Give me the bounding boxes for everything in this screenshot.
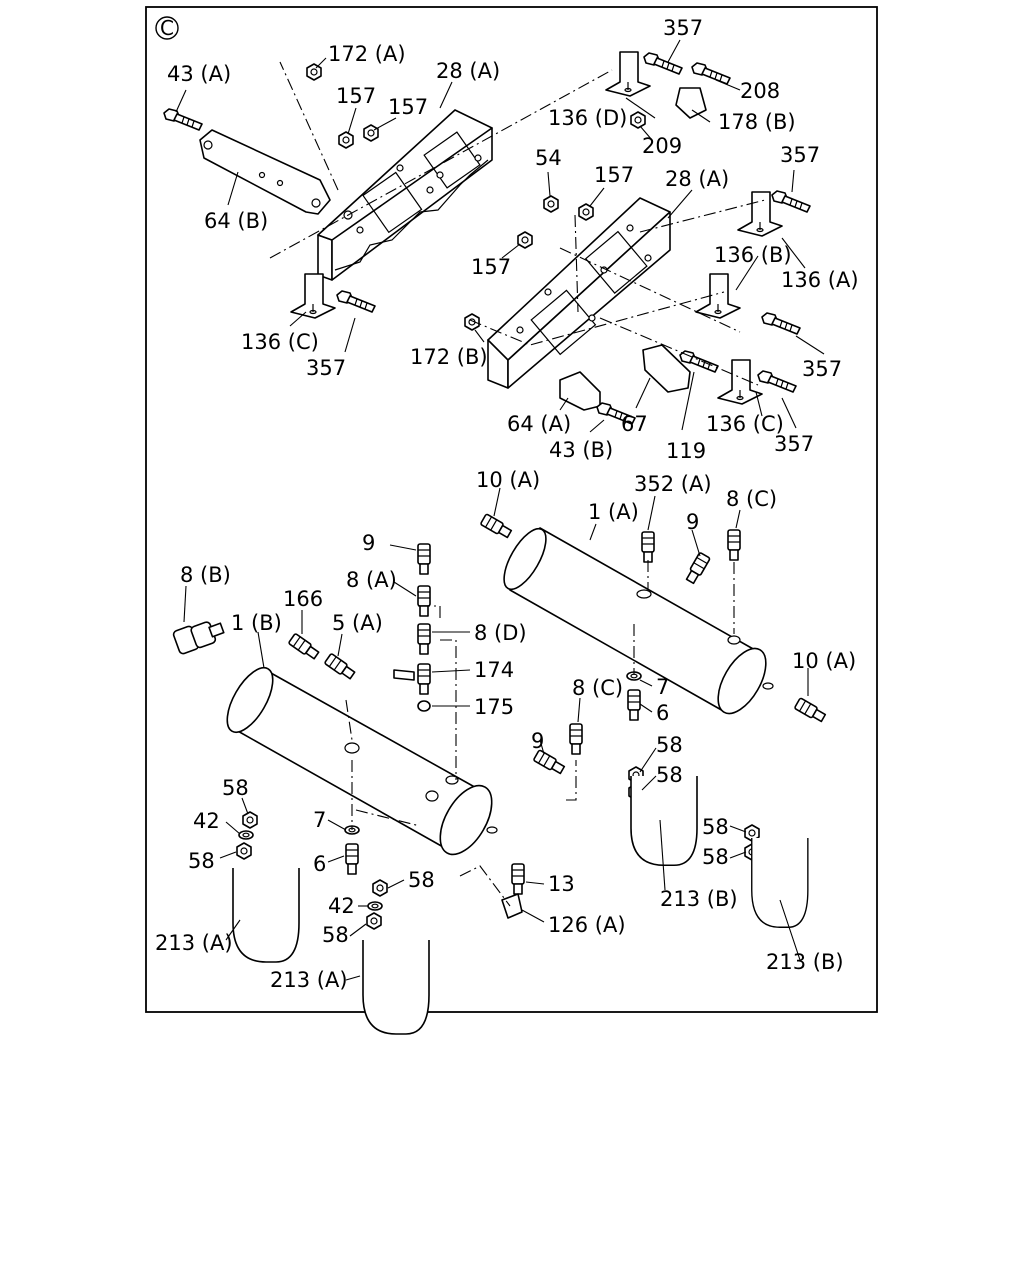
callout: 42 (193, 809, 220, 833)
callout: 67 (621, 412, 648, 436)
bracket-plate-upper-right (487, 197, 671, 389)
link-plate-64b (199, 129, 331, 215)
callout: 213 (B) (766, 950, 844, 974)
bracket-plate-upper-left (317, 109, 493, 281)
diagram-frame (145, 6, 878, 1013)
callout: 58 (656, 763, 683, 787)
callout: 119 (666, 439, 706, 463)
callout: 136 (C) (706, 412, 784, 436)
callout: 213 (A) (155, 931, 233, 955)
callout: 58 (322, 923, 349, 947)
callout: 8 (B) (180, 563, 231, 587)
callout: 8 (D) (474, 621, 527, 645)
callout: 1 (A) (588, 500, 639, 524)
callout: 28 (A) (436, 59, 500, 83)
callout: 6 (656, 701, 669, 725)
callout: 136 (C) (241, 330, 319, 354)
callout: 357 (774, 432, 814, 456)
callout: 136 (A) (781, 268, 859, 292)
callout: 357 (802, 357, 842, 381)
callout: 136 (D) (548, 106, 627, 130)
leader-lines (175, 39, 825, 981)
callout: 357 (780, 143, 820, 167)
callout: 58 (702, 845, 729, 869)
callout: 136 (B) (714, 243, 792, 267)
callout: 7 (656, 675, 669, 699)
callout: 157 (388, 95, 428, 119)
callout: 157 (594, 163, 634, 187)
callout: 357 (306, 356, 346, 380)
callout: 6 (313, 852, 326, 876)
air-tank-1a (503, 527, 774, 715)
view-marker-c: C (155, 16, 179, 40)
callout: 357 (663, 16, 703, 40)
callout: 42 (328, 894, 355, 918)
callout: 13 (548, 872, 575, 896)
callout: 58 (656, 733, 683, 757)
callout: 43 (B) (549, 438, 613, 462)
callout: 9 (362, 531, 375, 555)
callout: 58 (222, 776, 249, 800)
callout: 54 (535, 146, 562, 170)
callout: 208 (740, 79, 780, 103)
callout: 8 (C) (726, 487, 777, 511)
callout: 10 (A) (792, 649, 856, 673)
svg-text:C: C (160, 16, 174, 40)
callout: 64 (B) (204, 209, 268, 233)
air-tank-1b (226, 667, 498, 856)
callout: 8 (A) (346, 568, 397, 592)
callout: 8 (C) (572, 676, 623, 700)
callout: 174 (474, 658, 514, 682)
callout: 58 (702, 815, 729, 839)
callout: 157 (471, 255, 511, 279)
callout: 175 (474, 695, 514, 719)
callout: 213 (A) (270, 968, 348, 992)
callout: 9 (686, 510, 699, 534)
callout: 28 (A) (665, 167, 729, 191)
callout: 157 (336, 84, 376, 108)
callout: 9 (531, 729, 544, 753)
callout: 43 (A) (167, 62, 231, 86)
callout: 172 (B) (410, 345, 488, 369)
callout: 172 (A) (328, 42, 406, 66)
callout: 10 (A) (476, 468, 540, 492)
callout: 1 (B) (231, 611, 282, 635)
callout: 178 (B) (718, 110, 796, 134)
callout: 58 (188, 849, 215, 873)
callout: 126 (A) (548, 913, 626, 937)
callout-labels: 172 (A) 43 (A) 157 157 28 (A) 357 208 13… (155, 16, 859, 992)
callout: 58 (408, 868, 435, 892)
callout: 7 (313, 808, 326, 832)
callout: 64 (A) (507, 412, 571, 436)
callout: 5 (A) (332, 611, 383, 635)
callout: 209 (642, 134, 682, 158)
callout: 213 (B) (660, 887, 738, 911)
callout: 166 (283, 587, 323, 611)
callout: 352 (A) (634, 472, 712, 496)
